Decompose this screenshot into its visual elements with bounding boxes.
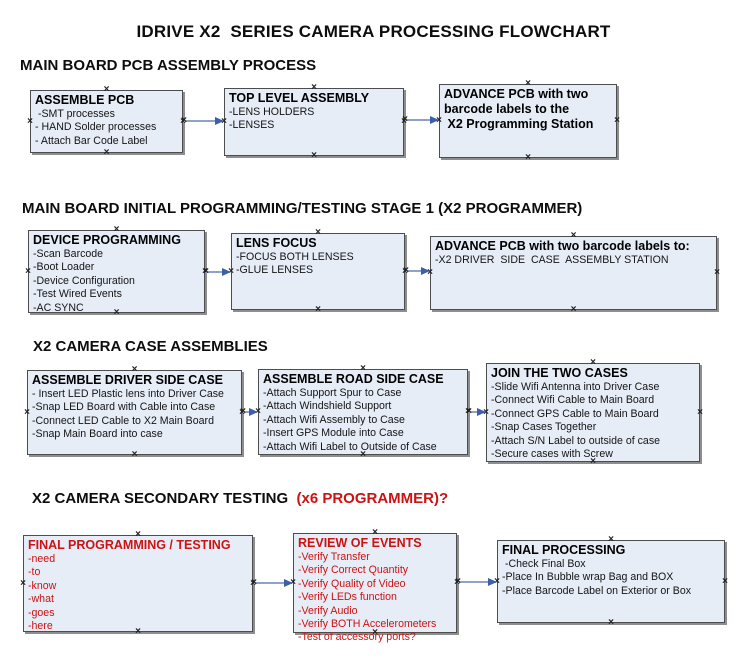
- box-item: -here: [28, 620, 53, 633]
- flow-box[interactable]: ASSEMBLE DRIVER SIDE CASE- Insert LED Pl…: [27, 370, 242, 455]
- box-item: -Secure cases with Screw: [491, 448, 613, 461]
- section-header: MAIN BOARD PCB ASSEMBLY PROCESS: [20, 57, 316, 74]
- box-item: -Scan Barcode: [33, 248, 104, 260]
- box-item: -Verify Transfer: [298, 551, 370, 563]
- section-header-text: X2 CAMERA CASE ASSEMBLIES: [33, 338, 268, 355]
- section-header: MAIN BOARD INITIAL PROGRAMMING/TESTING S…: [22, 200, 582, 217]
- box-title: REVIEW OF EVENTS: [298, 536, 422, 550]
- box-item: -Device Configuration: [33, 274, 135, 287]
- box-item: -Snap Main Board into case: [32, 428, 163, 441]
- connector-line: [254, 582, 285, 584]
- flow-box[interactable]: ASSEMBLE ROAD SIDE CASE-Attach Support S…: [258, 369, 468, 455]
- section-header-suffix: (x6 PROGRAMMER)?: [296, 490, 449, 507]
- box-item: -X2 DRIVER SIDE CASE ASSEMBLY STATION: [435, 254, 669, 266]
- box-item: -Check Final Box: [502, 558, 586, 570]
- box-item: -Attach Wifi Label to Outside of Case: [263, 440, 437, 453]
- box-title: ASSEMBLE DRIVER SIDE CASE: [32, 373, 224, 387]
- box-item: -SMT processes: [35, 108, 115, 120]
- box-item: -Verify BOTH Accelerometers: [298, 618, 437, 631]
- box-item: -Attach Windshield Support: [263, 400, 392, 413]
- connector-line: [406, 270, 422, 272]
- box-item: -FOCUS BOTH LENSES: [236, 251, 354, 263]
- flow-box[interactable]: ADVANCE PCB with two barcode labels to:-…: [430, 236, 717, 310]
- section-header: X2 CAMERA SECONDARY TESTING (x6 PROGRAMM…: [32, 490, 448, 507]
- connector-arrow-icon: [284, 579, 293, 587]
- box-item: -Connect LED Cable to X2 Main Board: [32, 414, 214, 427]
- connector-arrow-icon: [488, 578, 497, 586]
- box-title: FINAL PROGRAMMING / TESTING: [28, 538, 231, 552]
- flow-box[interactable]: FINAL PROGRAMMING / TESTING-need-to-know…: [23, 535, 253, 632]
- connector-line: [206, 271, 223, 273]
- box-item: -Insert GPS Module into Case: [263, 427, 404, 440]
- box-item: -need: [28, 553, 56, 565]
- box-title: TOP LEVEL ASSEMBLY: [229, 91, 370, 105]
- box-item: -LENSES: [229, 119, 275, 132]
- connector-arrow-icon: [215, 117, 224, 125]
- box-item: -Slide Wifi Antenna into Driver Case: [491, 381, 660, 393]
- box-item: -Test of accessory ports?: [298, 631, 416, 644]
- connector-arrow-icon: [222, 268, 231, 276]
- connector-line: [458, 581, 489, 583]
- box-item: -Connect GPS Cable to Main Board: [491, 407, 659, 420]
- flow-box[interactable]: REVIEW OF EVENTS-Verify Transfer-Verify …: [293, 533, 457, 643]
- connector-arrow-icon: [249, 408, 258, 416]
- box-item: -to: [28, 566, 41, 579]
- box-title: ASSEMBLE ROAD SIDE CASE: [263, 372, 444, 386]
- box-title: ADVANCE PCB with two barcode labels to:: [435, 239, 690, 253]
- flow-box[interactable]: DEVICE PROGRAMMING-Scan Barcode-Boot Loa…: [28, 230, 205, 314]
- box-item: -Attach Support Spur to Case: [263, 387, 402, 399]
- box-item: -Snap Cases Together: [491, 421, 597, 434]
- box-title: ASSEMBLE PCB: [35, 93, 135, 107]
- section-header: X2 CAMERA CASE ASSEMBLIES: [33, 338, 268, 355]
- box-item: -what: [28, 593, 54, 606]
- section-header-text: MAIN BOARD PCB ASSEMBLY PROCESS: [20, 57, 317, 74]
- box-title: FINAL PROCESSING: [502, 543, 626, 557]
- connector-arrow-icon: [421, 267, 430, 275]
- connector-line: [405, 119, 431, 121]
- box-item: -Verify Quality of Video: [298, 577, 406, 590]
- box-item: -Verify Correct Quantity: [298, 564, 409, 577]
- box-title: LENS FOCUS: [236, 236, 317, 250]
- section-header-text: X2 CAMERA SECONDARY TESTING: [32, 490, 297, 507]
- box-item: -Place In Bubble wrap Bag and BOX: [502, 571, 674, 584]
- box-item: -Connect Wifi Cable to Main Board: [491, 394, 655, 407]
- flow-box[interactable]: ADVANCE PCB with two barcode labels to t…: [439, 84, 617, 158]
- connector-arrow-icon: [430, 116, 439, 124]
- box-item: -Place Barcode Label on Exterior or Box: [502, 584, 692, 597]
- connector-line: [469, 411, 478, 413]
- box-item: -AC SYNC: [33, 301, 84, 314]
- box-item: -know: [28, 579, 57, 592]
- box-item: - Attach Bar Code Label: [35, 134, 148, 147]
- box-title: DEVICE PROGRAMMING: [33, 233, 181, 247]
- box-item: -LENS HOLDERS: [229, 106, 315, 118]
- connector-arrow-icon: [477, 408, 486, 416]
- box-item: -Verify Audio: [298, 604, 358, 617]
- connector-line: [243, 411, 250, 413]
- section-header-text: MAIN BOARD INITIAL PROGRAMMING/TESTING S…: [22, 200, 583, 217]
- box-item: - Insert LED Plastic lens into Driver Ca…: [32, 388, 224, 400]
- box-item: -goes: [28, 606, 55, 619]
- connector-line: [184, 120, 216, 122]
- box-item: -Snap LED Board with Cable into Case: [32, 401, 216, 414]
- flow-box[interactable]: JOIN THE TWO CASES-Slide Wifi Antenna in…: [486, 363, 700, 462]
- page-title: IDRIVE X2 SERIES CAMERA PROCESSING FLOWC…: [136, 22, 611, 41]
- box-title: JOIN THE TWO CASES: [491, 366, 628, 380]
- box-item: -Boot Loader: [33, 261, 95, 274]
- box-item: -GLUE LENSES: [236, 264, 314, 277]
- box-item: -Attach S/N Label to outside of case: [491, 434, 661, 447]
- flow-box[interactable]: TOP LEVEL ASSEMBLY-LENS HOLDERS-LENSES: [224, 88, 404, 156]
- flow-box[interactable]: ASSEMBLE PCB -SMT processes- HAND Solder…: [30, 90, 183, 153]
- box-item: -Test Wired Events: [33, 288, 122, 301]
- box-item: -Attach Wifi Assembly to Case: [263, 413, 405, 426]
- box-title: ADVANCE PCB with two barcode labels to t…: [444, 87, 594, 131]
- box-item: -Verify LEDs function: [298, 591, 397, 604]
- flow-box[interactable]: FINAL PROCESSING -Check Final Box-Place …: [497, 540, 725, 623]
- box-item: - HAND Solder processes: [35, 121, 157, 134]
- flow-box[interactable]: LENS FOCUS-FOCUS BOTH LENSES-GLUE LENSES: [231, 233, 405, 310]
